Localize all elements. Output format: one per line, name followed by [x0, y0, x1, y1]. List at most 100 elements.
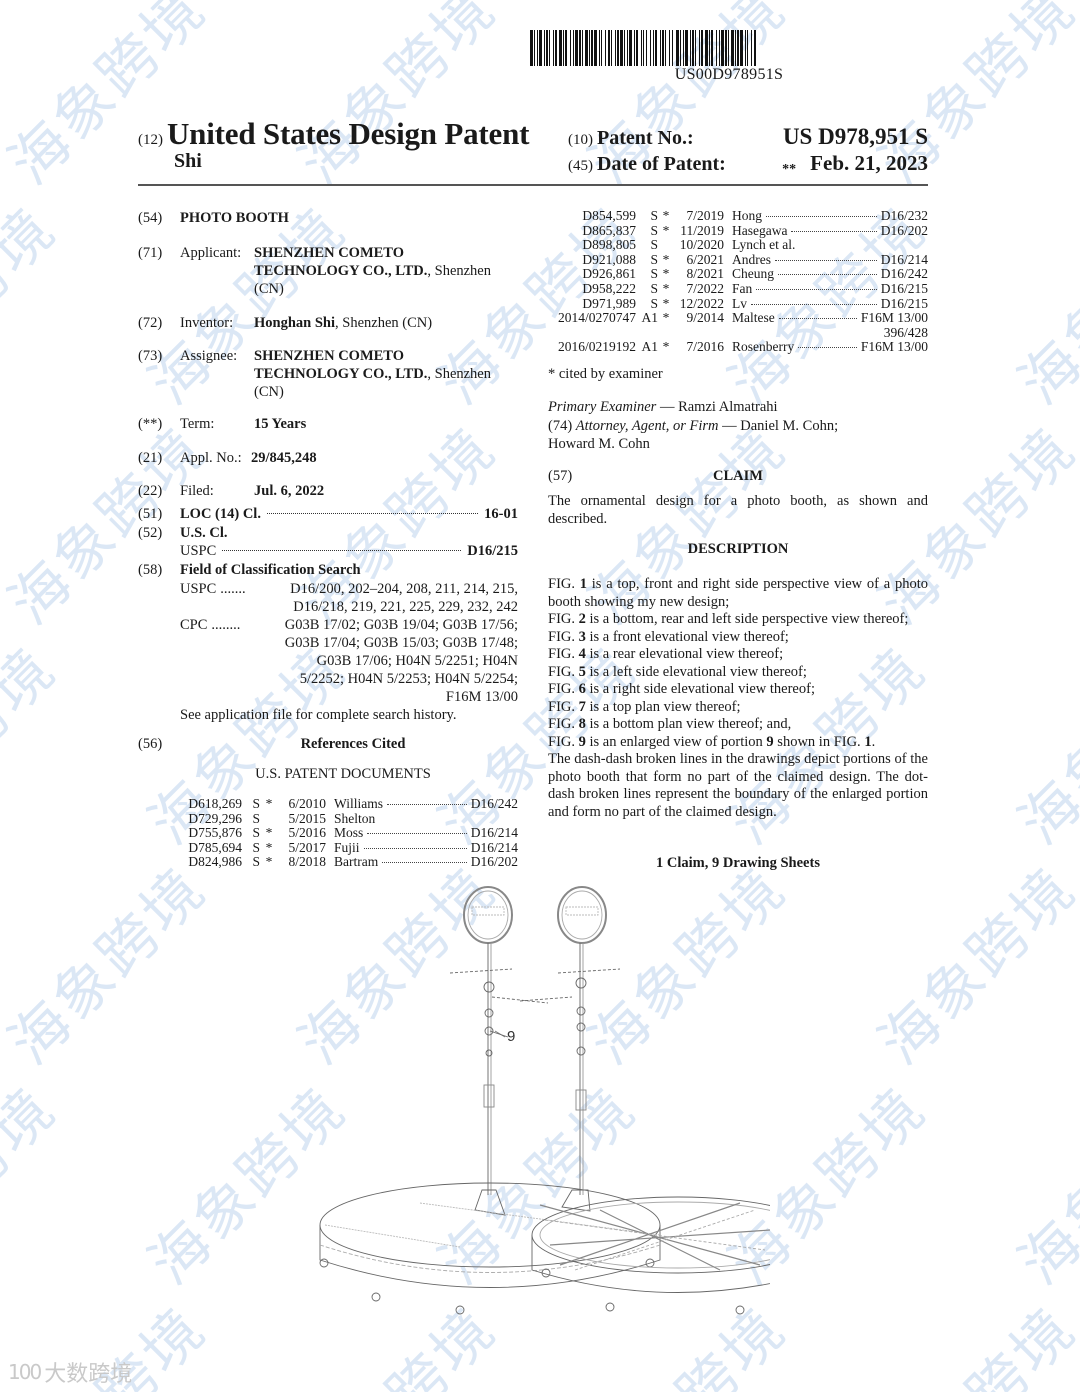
code-56: (56) [138, 736, 163, 752]
assignee-name-line2: TECHNOLOGY CO., LTD. [254, 366, 428, 382]
barcode-bar [719, 30, 720, 66]
reference-date: 6/2010 [288, 796, 326, 811]
barcode-bar [685, 30, 688, 66]
reference-number: D921,088 [582, 251, 636, 267]
figure-description: FIG. 2 is a bottom, rear and left side p… [548, 611, 928, 629]
figure-description: FIG. 7 is a top plan view thereof; [548, 699, 928, 717]
reference-class: F16M 13/00 [860, 310, 928, 326]
code-58: (58) [138, 562, 163, 578]
fig-text: is a bottom, rear and left side perspect… [585, 611, 909, 627]
reference-kind: S [650, 280, 658, 296]
booth-figure-right [519, 886, 770, 1315]
barcode-bar [737, 30, 739, 66]
dot-leader [382, 862, 467, 864]
term-stars: ** [782, 162, 797, 177]
applicant-value: SHENZHEN COMETO TECHNOLOGY CO., LTD., Sh… [254, 244, 518, 298]
fig-text: is a left side elevational view thereof; [585, 663, 807, 680]
fig-prefix: FIG. [548, 663, 579, 680]
reference-number: D755,876 [188, 825, 242, 841]
reference-name: Shelton [334, 810, 376, 826]
invention-title: PHOTO BOOTH [180, 210, 289, 226]
barcode-bar [553, 30, 554, 66]
barcode-bar [615, 30, 616, 66]
claim-text: The ornamental design for a photo booth,… [548, 493, 928, 527]
barcode-bar [721, 30, 724, 66]
primary-examiner: Primary Examiner — Ramzi Almatrahi [548, 399, 928, 417]
reference-class: D16/202 [470, 854, 518, 870]
reference-kind: A1 [641, 339, 659, 355]
reference-kind: S [252, 825, 260, 841]
search-uspc-label: USPC [180, 581, 217, 597]
barcode-bar [643, 30, 644, 66]
reference-name: Fan [732, 280, 753, 296]
reference-class: D16/214 [880, 251, 928, 267]
reference-extra-class-value: 396/428 [883, 324, 928, 340]
logo-text: 大数跨境 [44, 1362, 133, 1387]
fig-number: 1 [579, 576, 587, 592]
barcode-bar [655, 30, 657, 66]
fig-number: 9 [578, 733, 586, 750]
reference-kind: S [252, 839, 260, 855]
barcode-bar [695, 30, 696, 66]
code-74: (74) [548, 418, 573, 434]
uspc-value: D16/215 [467, 543, 518, 559]
fig-text: shown in FIG. [773, 733, 865, 750]
code-57: (57) [548, 468, 573, 484]
code-73: (73) [138, 348, 163, 364]
patent-title-block: (12) United States Design Patent [138, 116, 529, 152]
search-cpc-line1: G03B 17/02; G03B 19/04; G03B 17/56; [284, 617, 518, 633]
reference-class: D16/214 [470, 825, 518, 841]
reference-star: * [662, 222, 670, 238]
fig-ref-number: 1 [864, 733, 872, 750]
reference-name: Rosenberry [732, 339, 795, 355]
barcode-bar [611, 30, 612, 66]
barcode-bar [690, 30, 691, 66]
assignee-city: , Shenzhen [427, 366, 491, 382]
barcode-bar [573, 30, 574, 66]
applicant-name-line2: TECHNOLOGY CO., LTD. [254, 263, 428, 279]
barcode-bar [579, 30, 581, 66]
barcode-bar [544, 30, 545, 66]
barcode-bar [735, 30, 736, 66]
reference-kind: S [650, 222, 658, 238]
applicant-label: Applicant: [180, 245, 242, 261]
reference-number: D971,989 [582, 295, 636, 311]
reference-number: D898,805 [582, 237, 636, 253]
filed-value: Jul. 6, 2022 [254, 483, 325, 499]
reference-date: 6/2021 [686, 251, 724, 267]
reference-date: 5/2017 [288, 839, 326, 855]
reference-kind: A1 [641, 310, 659, 326]
barcode-bar [716, 30, 717, 66]
fig-prefix: FIG. [548, 716, 579, 732]
dot-leader [751, 303, 877, 305]
assignee-label: Assignee: [180, 348, 238, 364]
figure-description: FIG. 5 is a left side elevational view t… [548, 664, 928, 682]
site-logo: 100 大数跨境 [8, 1356, 132, 1388]
reference-star: * [662, 251, 670, 267]
barcode-bar [629, 30, 632, 66]
fig-prefix: FIG. [548, 681, 579, 697]
reference-class: D16/242 [470, 796, 518, 811]
reference-class: D16/215 [880, 280, 928, 296]
barcode-bar [756, 30, 757, 66]
dot-leader [766, 216, 877, 217]
patent-date-row: (45) Date of Patent: **Feb. 21, 2023 [568, 151, 928, 178]
patent-date-value: **Feb. 21, 2023 [782, 151, 928, 178]
fig-text: is a bottom plan view thereof; and, [585, 716, 792, 732]
search-uspc-line2: D16/218, 219, 221, 225, 229, 232, 242 [293, 599, 518, 615]
reference-number: D785,694 [188, 839, 242, 855]
reference-class: D16/214 [470, 839, 518, 855]
barcode-bar [589, 30, 590, 66]
barcode-bar [627, 30, 628, 66]
search-cpc-line2: G03B 17/04; G03B 15/03; G03B 17/48; [284, 635, 518, 651]
barcode-bar [617, 30, 619, 66]
fig-text: is a front elevational view thereof; [585, 628, 789, 645]
